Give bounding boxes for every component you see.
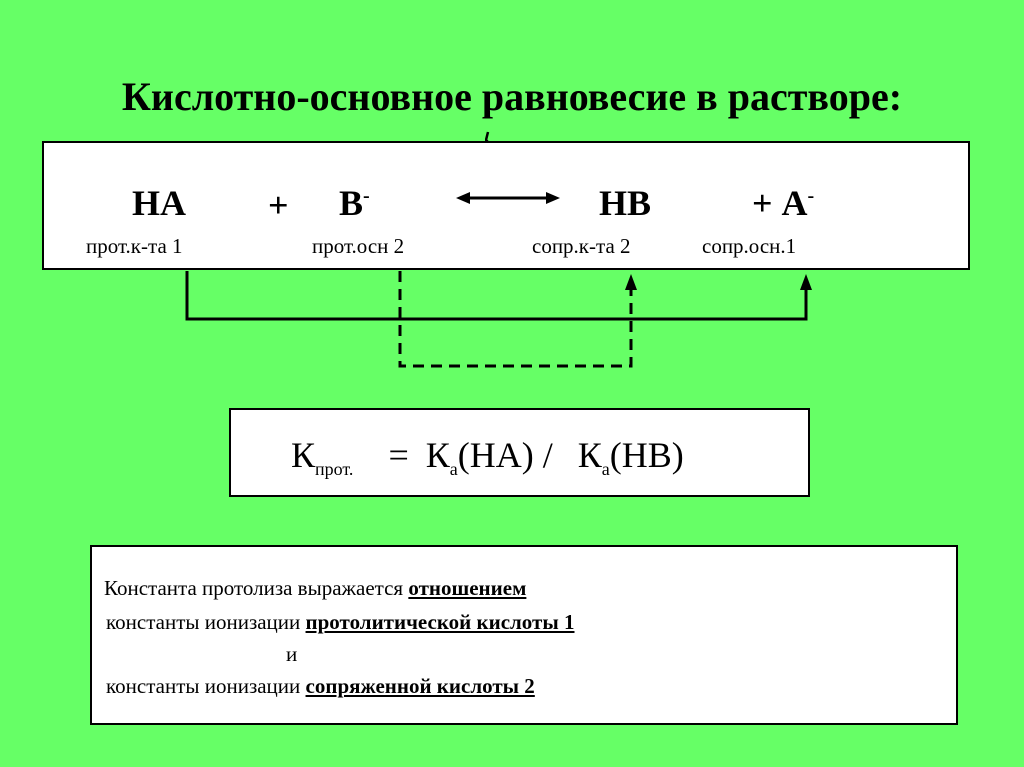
dashed-pair-connector xyxy=(398,271,633,368)
plus-sign: + xyxy=(268,185,289,225)
species-hb: НВ xyxy=(599,183,652,223)
explanation-box: Константа протолиза выражается отношение… xyxy=(90,545,958,725)
label-prot-acid-1: прот.к-та 1 xyxy=(86,234,183,258)
species-ha: НА xyxy=(132,183,186,223)
charge-b: - xyxy=(363,185,370,207)
equilibrium-box: НА + В- НВ + А- прот.к-та 1 прот.осн 2 с… xyxy=(42,141,970,270)
equilibrium-arrow xyxy=(456,192,560,204)
solid-connector-arrowhead xyxy=(800,274,812,290)
explanation-line-2: константы ионизации протолитической кисл… xyxy=(106,610,575,634)
label-conj-base-1: сопр.осн.1 xyxy=(702,234,797,258)
slide-title: Кислотно-основное равновесие в растворе: xyxy=(121,74,903,119)
charge-a: - xyxy=(807,185,815,207)
label-prot-base-2: прот.осн 2 xyxy=(312,234,405,258)
explanation-line-1: Константа протолиза выражается отношение… xyxy=(104,576,527,600)
species-a: + А- xyxy=(752,183,815,223)
explanation-line-4: константы ионизации сопряженной кислоты … xyxy=(106,674,535,698)
solid-pair-connector xyxy=(185,271,808,321)
dashed-connector-arrowhead xyxy=(625,274,637,290)
protolysis-constant-formula: Кпрот. = Ка(НА) / Ка(НВ) xyxy=(291,435,684,480)
label-conj-acid-2: сопр.к-та 2 xyxy=(532,234,631,258)
species-b: В- xyxy=(339,183,370,223)
explanation-line-3: и xyxy=(286,642,298,666)
constant-formula-box: Кпрот. = Ка(НА) / Ка(НВ) xyxy=(229,408,810,497)
